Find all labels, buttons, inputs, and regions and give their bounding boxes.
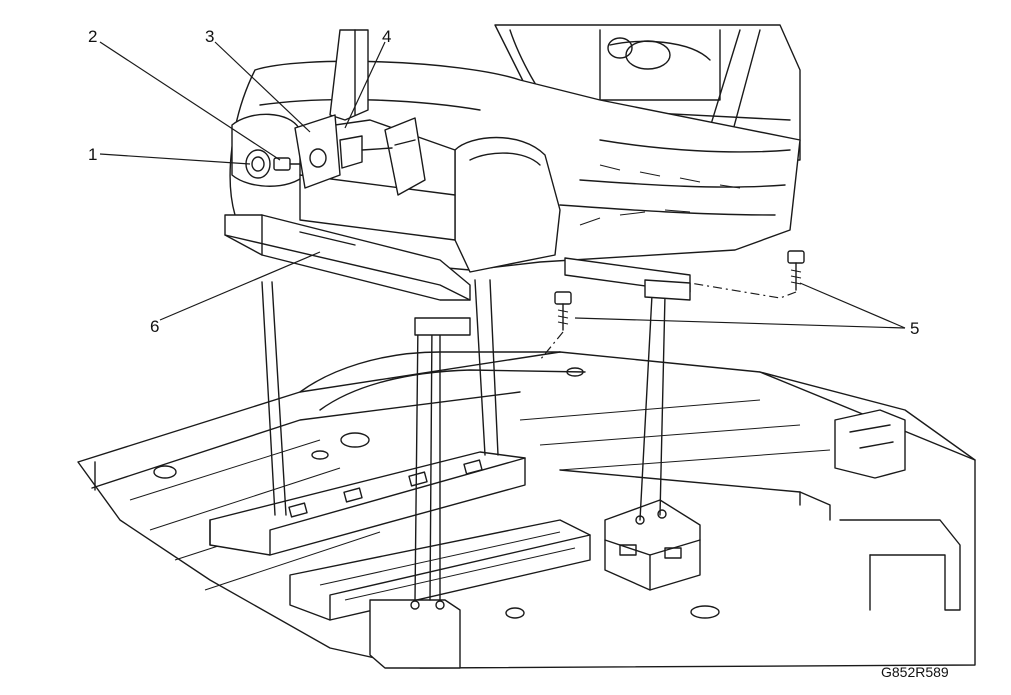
leader-3 (214, 41, 311, 133)
part-4-latch (339, 117, 426, 196)
bolt-path-left (539, 331, 564, 361)
part-5-bolt-left (554, 291, 572, 331)
leader-5b (799, 282, 906, 329)
callout-4: 4 (382, 27, 391, 46)
floor-pan (77, 351, 976, 669)
leader-6 (159, 251, 321, 321)
leader-4 (344, 41, 386, 129)
leader-5a (574, 317, 906, 329)
leader-1 (99, 153, 251, 165)
floor-bracket-right (604, 499, 701, 591)
bolt-path-right (689, 282, 797, 299)
leader-lines (99, 41, 906, 329)
figure-id-code: G852R589 (881, 664, 949, 680)
part-3-bracket (294, 114, 341, 189)
part-6-runner (299, 231, 356, 246)
part-1-cap (245, 149, 271, 179)
callout-5: 5 (910, 319, 919, 338)
alignment-lines (261, 279, 666, 601)
callout-1: 1 (88, 145, 97, 164)
callout-2: 2 (88, 27, 97, 46)
leader-2 (99, 41, 281, 161)
part-5-bolt-right (787, 250, 805, 291)
seat-assembly (224, 24, 801, 336)
callout-6: 6 (150, 317, 159, 336)
callout-3: 3 (205, 27, 214, 46)
